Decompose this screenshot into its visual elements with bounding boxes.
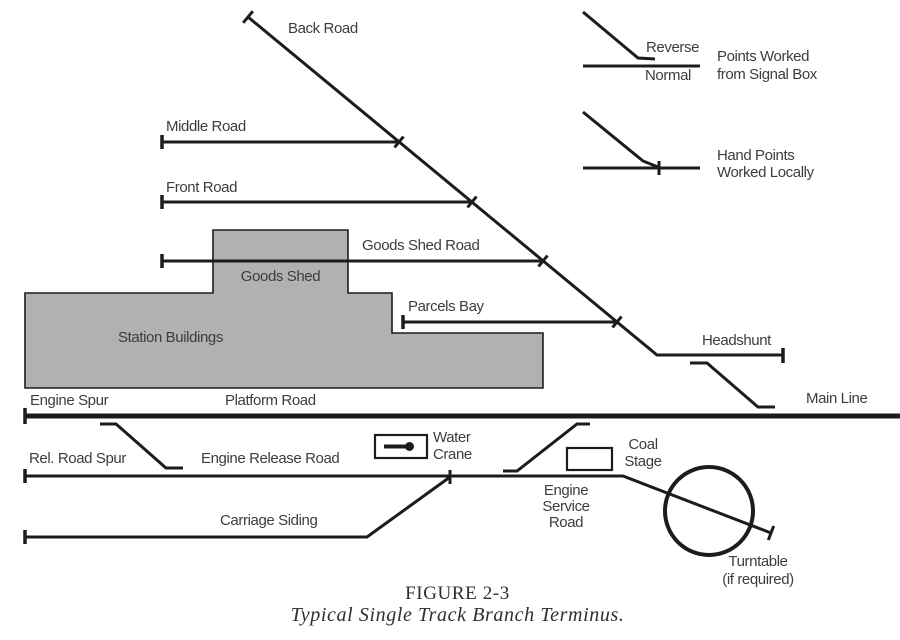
turntable-road-end-tick [766,525,776,541]
water-crane-label: Water Crane [433,429,472,463]
parcels-bay-label: Parcels Bay [408,298,484,315]
middle-road-hand-point-tick [393,135,405,149]
legend-hand-point-symbol [582,110,659,169]
goods-shed-road-label: Goods Shed Road [362,237,480,254]
water-crane-head [405,442,414,451]
front-road-label: Front Road [166,179,238,196]
legend-reverse-label: Reverse [646,39,700,56]
carriage-siding-label: Carriage Siding [220,512,318,529]
parcels-bay-hand-point-tick [611,315,623,329]
back-road-track [247,15,783,357]
station-buildings-label: Station Buildings [118,329,223,346]
turntable-circle [663,465,755,557]
goods-shed-label: Goods Shed [240,268,321,285]
rel-road-spur-label: Rel. Road Spur [29,450,126,467]
service-main-point-connector [503,422,590,473]
coal-stage-label: Coal Stage [624,436,662,470]
front-road-hand-point-tick [466,195,478,209]
headshunt-main-point-connector [690,361,775,409]
main-line-label: Main Line [806,390,868,407]
coal-stage-box [565,446,614,472]
headshunt-label: Headshunt [702,332,771,349]
back-road-end-tick [242,10,254,24]
legend-signal-box-label: Points Worked from Signal Box [717,48,817,83]
station-buildings-shape [24,229,544,389]
engine-release-road-track [25,474,772,535]
legend-normal-label: Normal [645,67,691,84]
engine-spur-label: Engine Spur [30,392,109,409]
legend-signal-box-point-symbol [582,10,656,61]
platform-road-label: Platform Road [225,392,316,409]
platform-release-point-connector [100,422,183,470]
goods-shed-road-hand-point-tick [537,254,549,268]
figure-number: FIGURE 2-3 [405,583,510,604]
legend-hand-points-label: Hand Points Worked Locally [717,147,814,181]
engine-release-road-label: Engine Release Road [201,450,340,467]
back-road-label: Back Road [288,20,358,37]
carriage-siding-track [25,475,451,539]
turntable-label: Turntable (if required) [722,553,794,588]
engine-service-road-label: Engine Service Road [542,482,590,531]
middle-road-label: Middle Road [166,118,246,135]
figure-title: Typical Single Track Branch Terminus. [290,604,625,626]
